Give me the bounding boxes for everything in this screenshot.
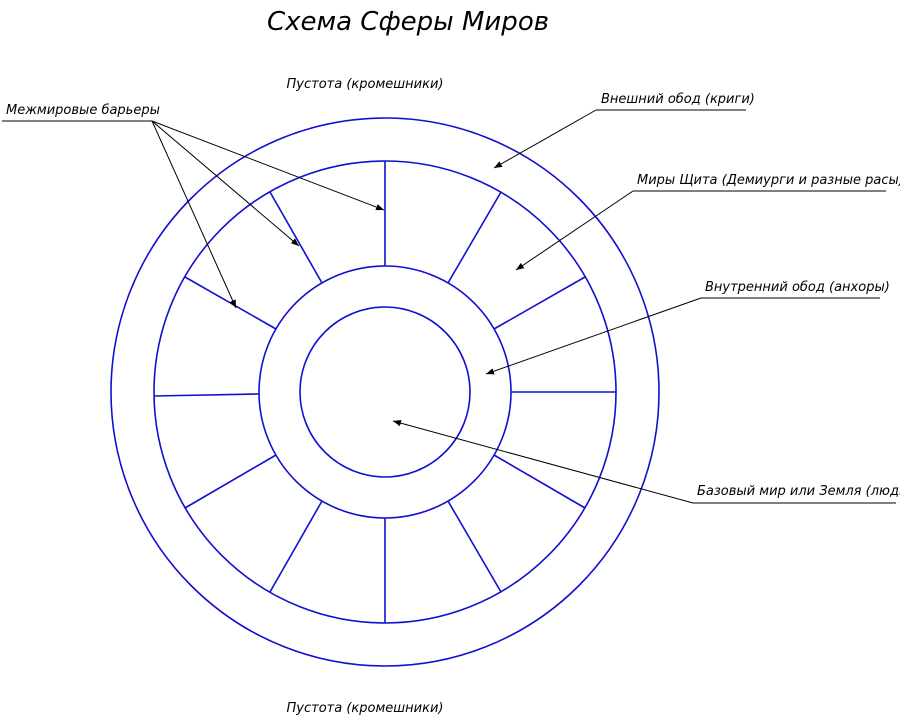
barrier-spoke <box>269 191 323 284</box>
inner-rim-leader <box>485 297 702 375</box>
base-world-leader <box>392 420 694 504</box>
base-world-circle <box>299 306 471 478</box>
base-world-callout: Базовый мир или Земля (люди) <box>392 420 900 504</box>
barriers-leader <box>151 120 385 211</box>
diagram-title: Схема Сферы Миров <box>267 7 549 37</box>
barrier-spoke <box>447 191 502 284</box>
barrier-spoke <box>493 276 586 330</box>
barrier-spoke <box>447 500 502 593</box>
barrier-spoke <box>269 500 323 593</box>
barrier-spoke <box>184 276 277 330</box>
outer-rim-label: Внешний обод (криги) <box>601 92 755 107</box>
inner-rim-label: Внутренний обод (анхоры) <box>705 280 890 295</box>
inner-rim-callout: Внутренний обод (анхоры) <box>485 280 890 375</box>
shield-worlds-leader <box>515 190 634 271</box>
barrier-spoke <box>493 454 586 509</box>
barrier-spoke <box>184 454 277 509</box>
barriers-leader <box>151 120 300 247</box>
shield-worlds-callout: Миры Щита (Демиурги и разные расы) <box>515 173 900 271</box>
barriers-label: Межмировые барьеры <box>6 103 160 118</box>
void-label-bottom: Пустота (кромешники) <box>287 701 444 716</box>
barrier-spoke <box>153 393 260 397</box>
shield-worlds-label: Миры Щита (Демиурги и разные расы) <box>637 173 900 188</box>
base-world-label: Базовый мир или Земля (люди) <box>697 484 900 499</box>
outer-rim-callout: Внешний обод (криги) <box>493 92 755 169</box>
outer-rim-outer-circle <box>110 117 660 667</box>
void-label-top: Пустота (кромешники) <box>287 77 444 92</box>
barrier-spokes <box>153 161 616 623</box>
barriers-leader <box>151 120 237 309</box>
inner-rim-outer-circle <box>258 265 512 519</box>
barriers-callout: Межмировые барьеры <box>2 103 385 309</box>
outer-rim-leader <box>493 109 597 169</box>
